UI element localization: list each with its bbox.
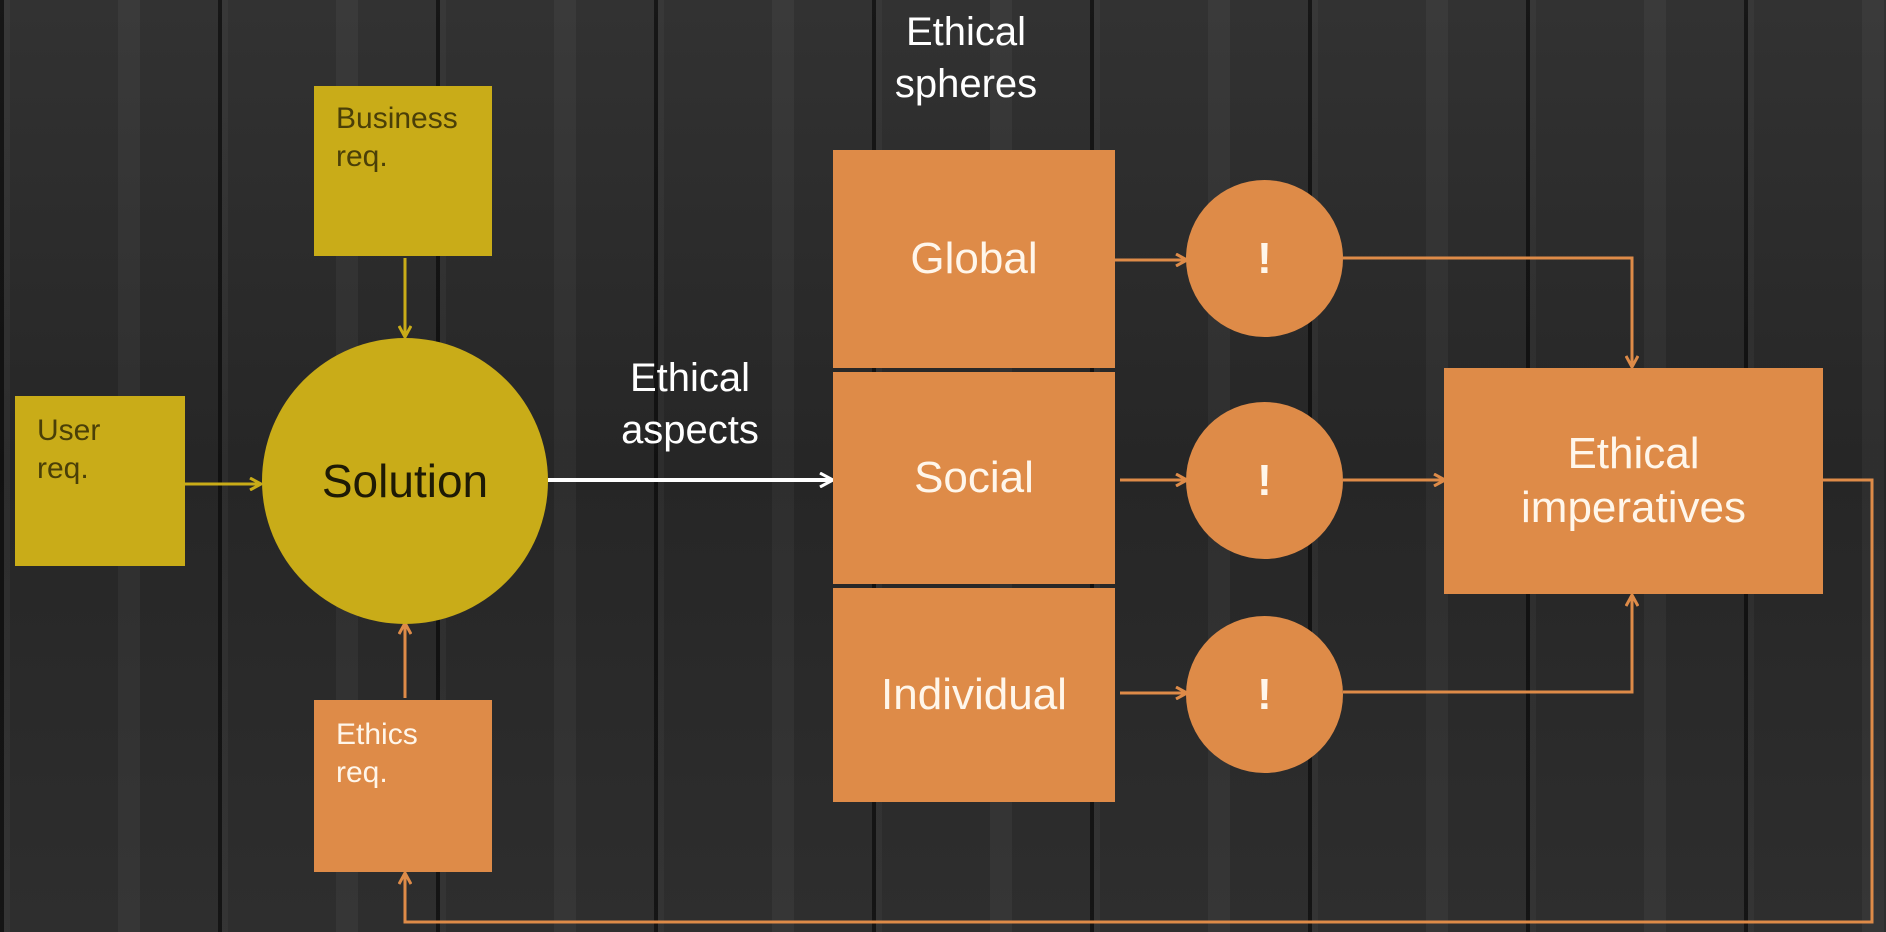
- ethical-spheres-label: Ethical spheres: [894, 10, 1038, 106]
- sphere-global-label: Global: [910, 234, 1038, 283]
- sphere-individual: Individual: [833, 588, 1115, 802]
- sphere-individual-label: Individual: [881, 670, 1067, 719]
- solution-circle: Solution: [262, 338, 548, 624]
- exclamation-icon: !: [1257, 669, 1272, 719]
- ethics-req-box: Ethics req.: [314, 700, 492, 872]
- sphere-social-label: Social: [914, 453, 1034, 502]
- exclamation-icon: !: [1257, 455, 1272, 505]
- exclamation-icon: !: [1257, 233, 1272, 283]
- user-req-box: User req.: [15, 396, 185, 566]
- solution-label: Solution: [321, 455, 489, 507]
- alert-circle-individual: !: [1186, 616, 1343, 773]
- alert-circle-social: !: [1186, 402, 1343, 559]
- ethical-imperatives-label: Ethical imperatives: [1521, 429, 1746, 532]
- arrow-imperatives-to-ethics-feedback: [405, 478, 1874, 924]
- business-req-box: Business req.: [314, 86, 492, 256]
- alert-circle-global: !: [1186, 180, 1343, 337]
- sphere-social: Social: [833, 372, 1115, 584]
- arrow-alert-global-to-imperatives: [1343, 256, 1632, 366]
- ethical-aspects-label: Ethical aspects: [621, 356, 759, 452]
- arrow-alert-individual-to-imperatives: [1343, 596, 1632, 694]
- ethical-imperatives-box: Ethical imperatives: [1444, 368, 1823, 594]
- sphere-global: Global: [833, 150, 1115, 368]
